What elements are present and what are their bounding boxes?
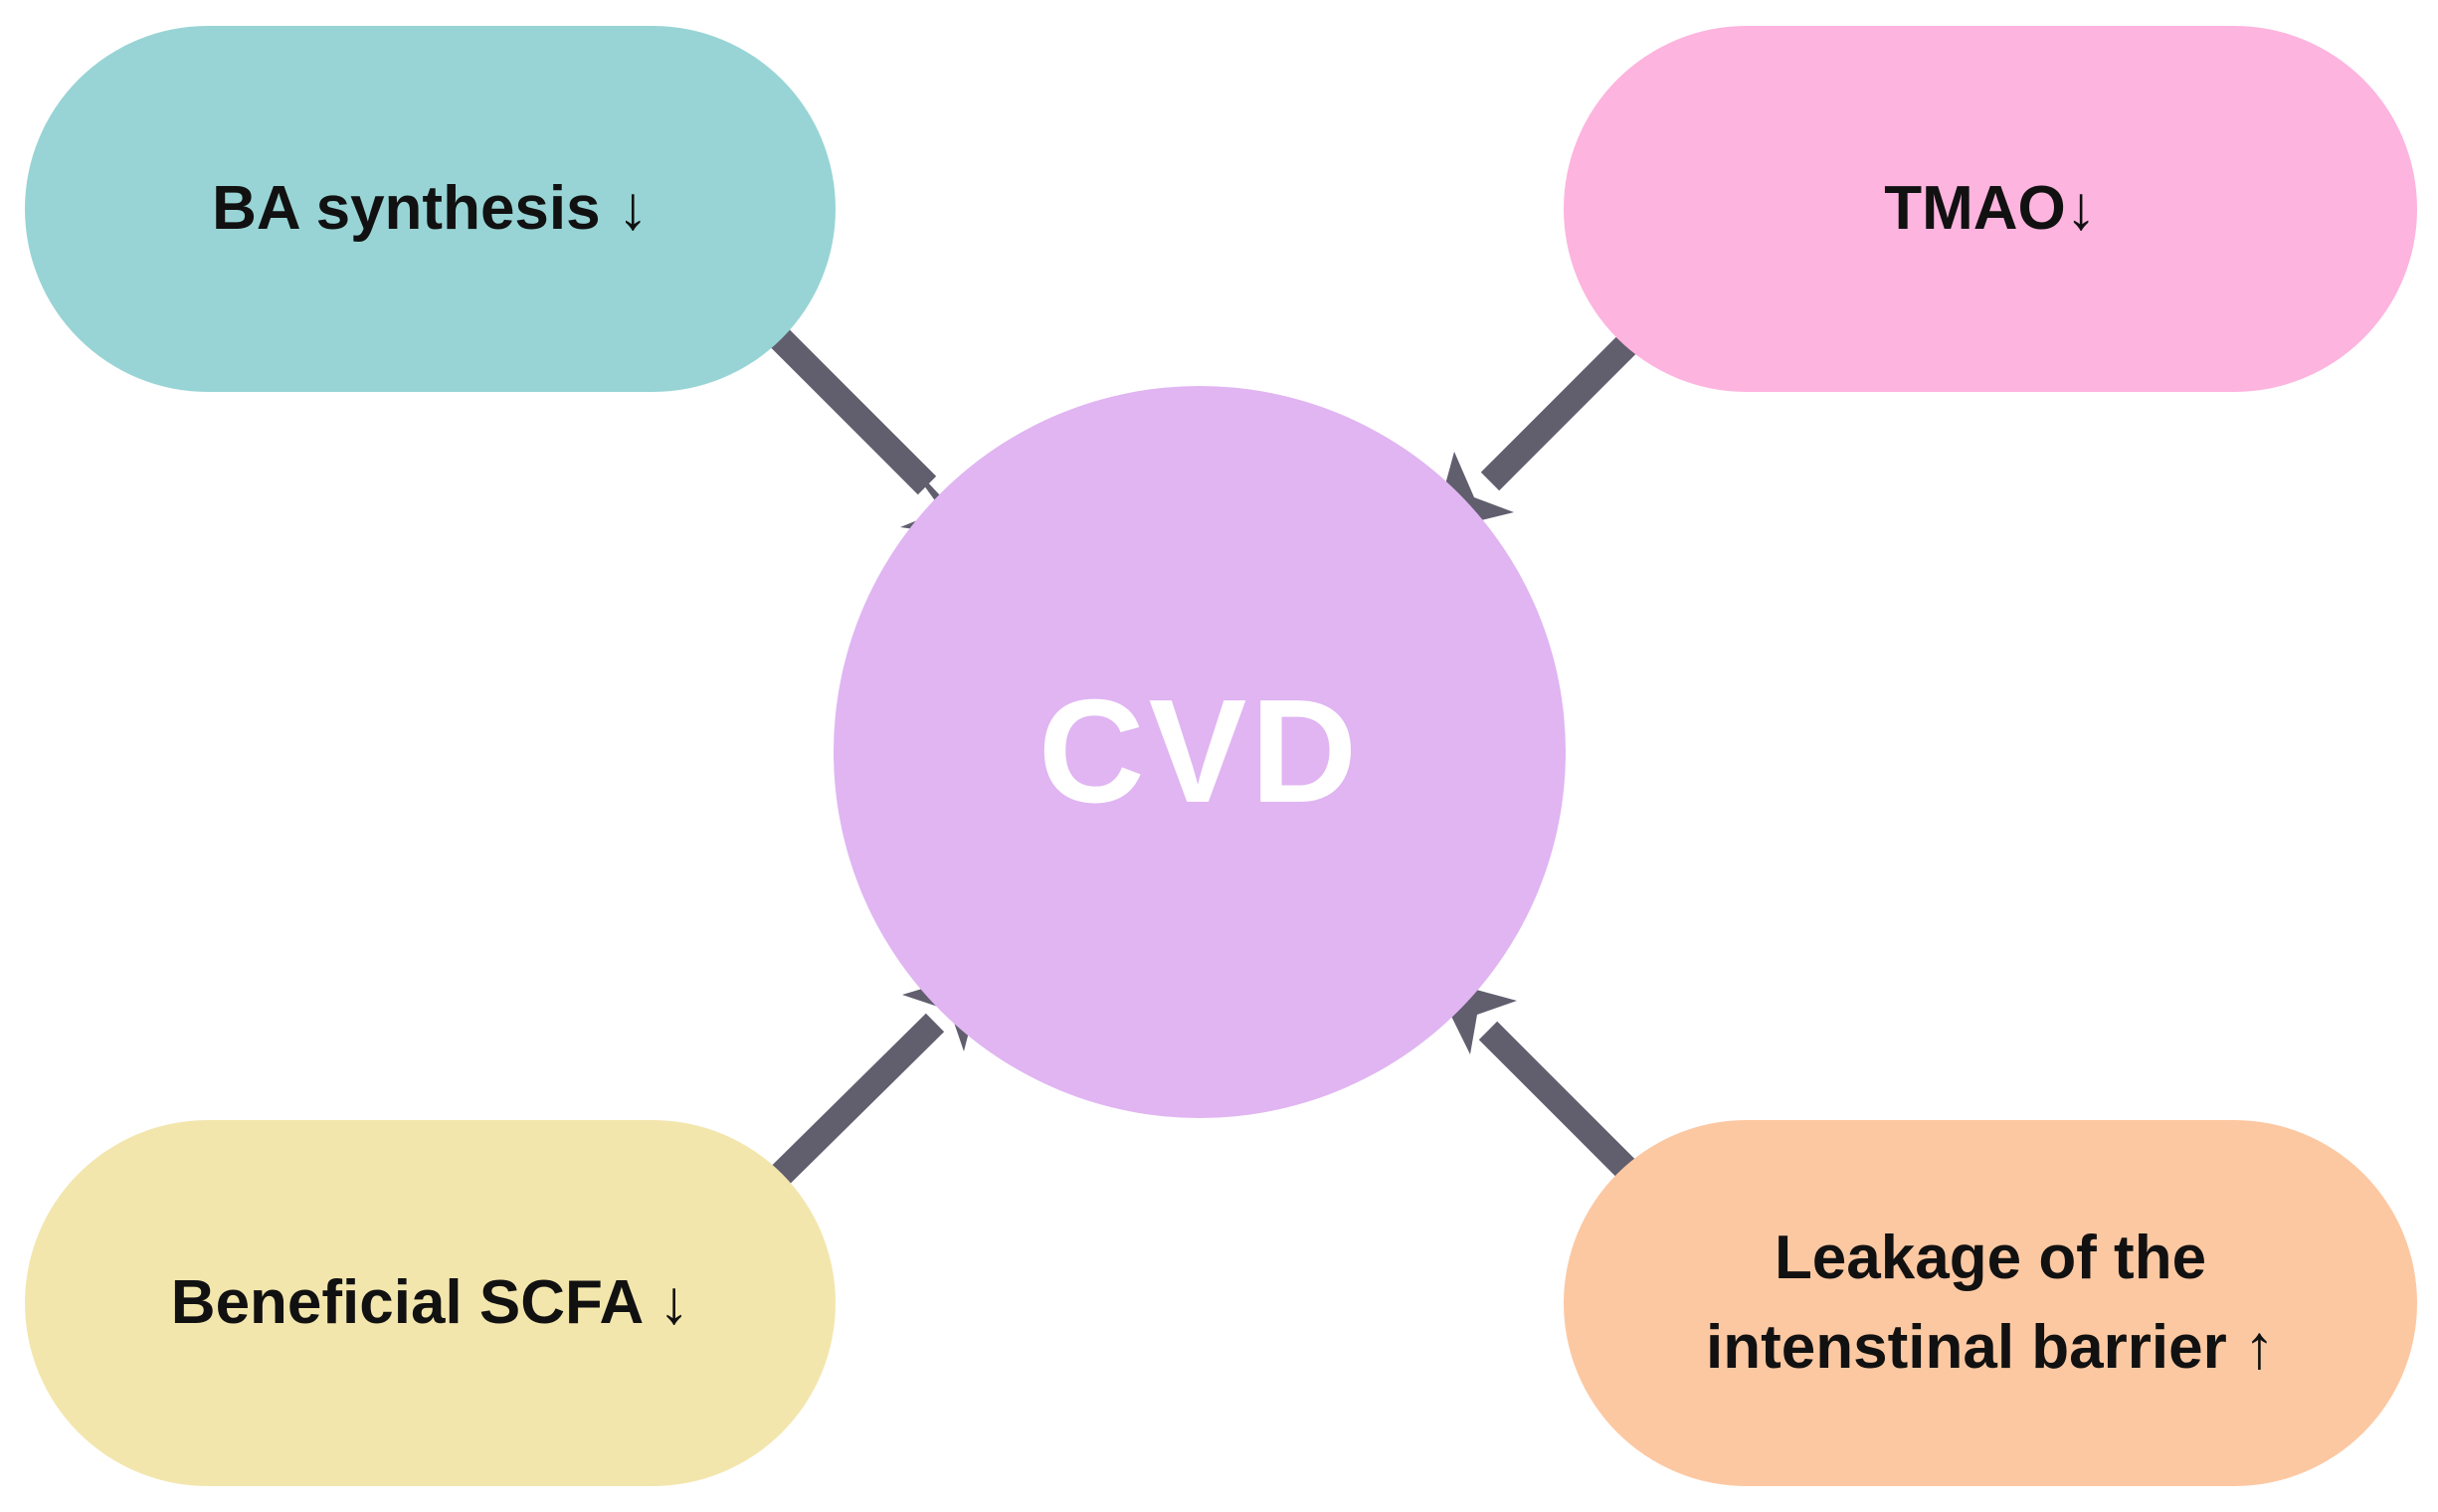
factor-label-ba-synthesis: BA synthesis ↓ <box>212 174 649 244</box>
factor-node-intestinal-barrier: Leakage of the intenstinal barrier ↑ <box>1564 1120 2417 1486</box>
factor-node-ba-synthesis: BA synthesis ↓ <box>25 26 836 392</box>
factor-label-leak-line2: intenstinal barrier ↑ <box>1706 1313 2275 1382</box>
factor-node-tmao: TMAO↓ <box>1564 26 2417 392</box>
factor-node-beneficial-scfa: Beneficial SCFA ↓ <box>25 1120 836 1486</box>
factor-label-tmao: TMAO↓ <box>1884 174 2097 244</box>
factor-label-leak-line1: Leakage of the <box>1774 1224 2207 1293</box>
center-label-cvd: CVD <box>1037 669 1362 834</box>
factor-label-beneficial-scfa: Beneficial SCFA ↓ <box>170 1268 690 1338</box>
center-node-cvd: CVD <box>834 386 1566 1118</box>
